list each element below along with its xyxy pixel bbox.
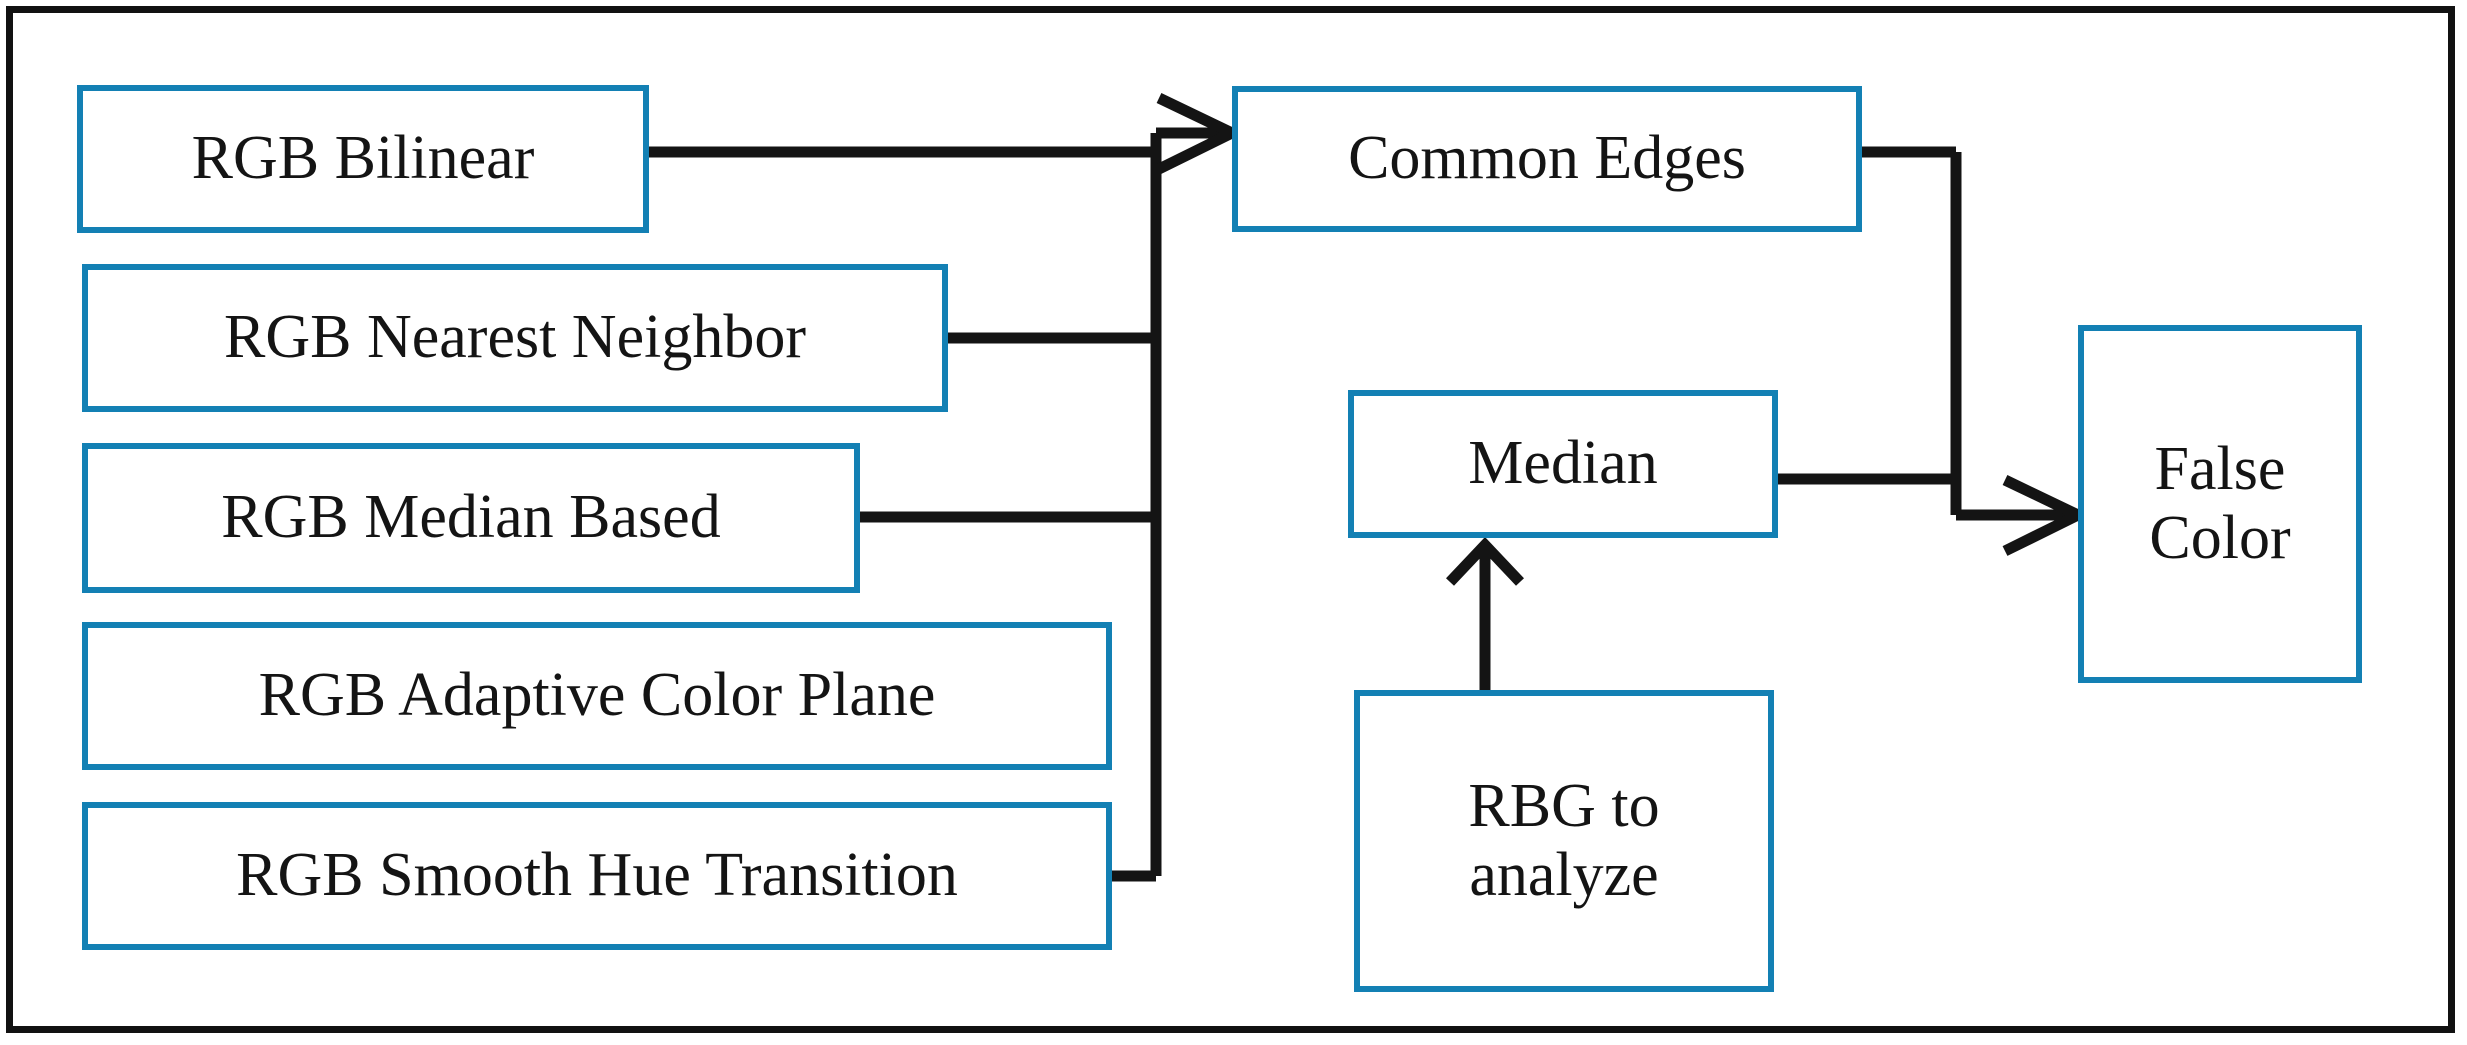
node-label: RGB Bilinear <box>191 124 535 193</box>
node-label: False Color <box>2149 434 2291 572</box>
node-false-color[interactable]: False Color <box>2078 325 2362 683</box>
node-label: RGB Smooth Hue Transition <box>236 841 958 910</box>
node-label: Common Edges <box>1348 124 1746 193</box>
node-rgb-median-based[interactable]: RGB Median Based <box>82 443 860 593</box>
node-label: RGB Nearest Neighbor <box>224 303 806 372</box>
node-rgb-smooth-hue-transition[interactable]: RGB Smooth Hue Transition <box>82 802 1112 950</box>
node-rgb-bilinear[interactable]: RGB Bilinear <box>77 85 649 233</box>
node-label: Median <box>1468 429 1658 498</box>
node-label: RBG to analyze <box>1468 771 1660 909</box>
node-label: RGB Median Based <box>221 483 721 552</box>
node-rgb-nearest-neighbor[interactable]: RGB Nearest Neighbor <box>82 264 948 412</box>
node-rgb-adaptive-color-plane[interactable]: RGB Adaptive Color Plane <box>82 622 1112 770</box>
node-common-edges[interactable]: Common Edges <box>1232 86 1862 232</box>
node-label: RGB Adaptive Color Plane <box>258 661 936 730</box>
node-median[interactable]: Median <box>1348 390 1778 538</box>
node-rbg-to-analyze[interactable]: RBG to analyze <box>1354 690 1774 992</box>
